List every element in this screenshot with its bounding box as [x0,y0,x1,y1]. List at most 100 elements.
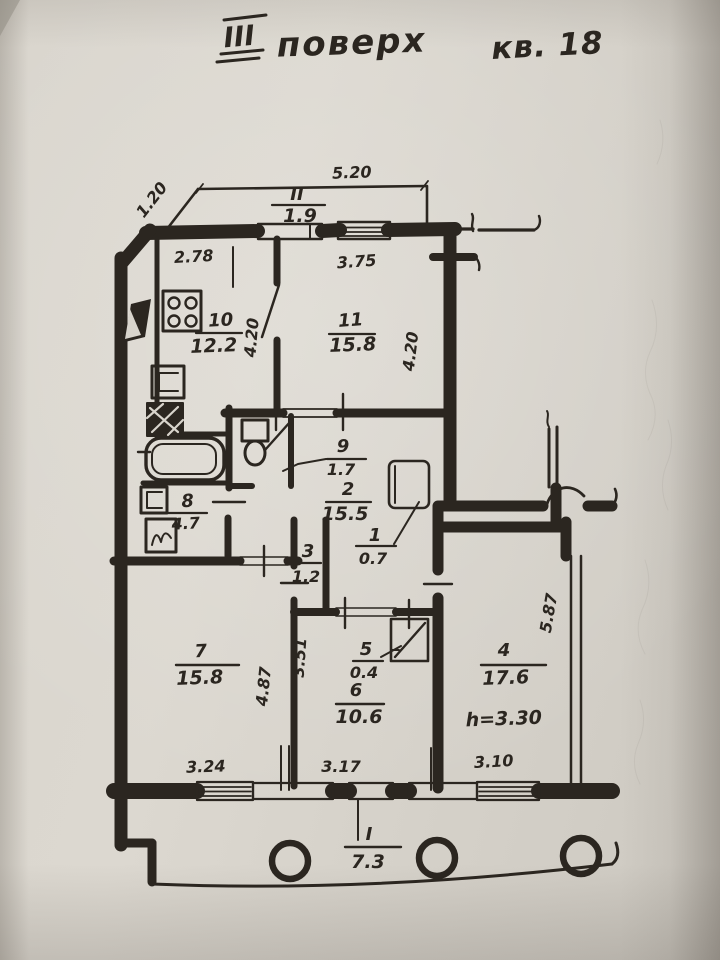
wall-top-c [381,222,462,237]
balcony-bottom [116,799,620,888]
room9-leader-line [282,458,327,472]
balcony-top-outline [196,184,429,226]
window-balcony-door [256,222,324,241]
room4-area: 17.6 [482,666,530,690]
window-room4-bottom [475,780,541,802]
label-room-2: 2 15.5 [322,479,373,525]
entry-door-swing [545,486,586,506]
balcony-column-2 [415,836,459,880]
room5-leader-line [380,645,402,658]
room6-number: 6 [350,680,363,701]
interior-walls [109,235,457,794]
room9-area: 1.7 [327,460,356,479]
dim-room7-height: 4.87 [252,665,275,708]
toilet-door-leaf [263,420,292,452]
label-room-11: 11 15.8 [327,309,377,357]
label-room-6: 6 10.6 [334,680,386,728]
bathtub-icon [136,436,226,482]
room6-area: 10.6 [336,706,383,728]
balcony-top-id: II [290,184,304,205]
vent-duct-icon [145,402,185,437]
paper-corner-shadow [0,0,20,36]
fixtures [136,289,431,663]
room8-area: 4.7 [170,513,201,534]
paper-ghost-marks [634,119,672,785]
window-room4-bottom-panes [478,786,538,797]
room7-number: 7 [194,641,208,663]
room10-number: 10 [208,309,234,331]
label-room-4: 4 17.6 h=3.30 [465,640,548,732]
dim-room4-width: 3.10 [473,751,513,772]
stair-wall-d [547,425,559,489]
window-room6-left [347,781,395,801]
dim-room11-height: 4.20 [399,331,423,373]
label-room-1: 1 0.7 [354,501,420,568]
room5-area: 0.4 [350,663,378,682]
balcony-top-area: 1.9 [283,205,317,227]
balcony-bottom-end-hook [610,841,620,866]
dimension-ticks [232,246,440,791]
wall-break-hook-b [532,214,542,232]
balcony-top-left-edge [165,187,200,231]
paper-artifacts [0,0,672,785]
floor-word: поверх [276,20,427,65]
apartment-number: кв. 18 [490,25,604,67]
room4-number: 4 [497,640,511,661]
balcony-column-1 [268,839,312,883]
label-room-8: 8 4.7 [166,491,209,534]
room10-area: 12.2 [190,334,238,358]
room11-area: 15.8 [329,333,377,357]
room4-ceiling-note: h=3.30 [465,707,542,732]
floor-number-roman: III [222,19,256,55]
door-leaf-10-11 [260,283,281,339]
dim-tick-pair-2 [430,747,440,791]
window-room7-panes [198,786,252,797]
adjacent-structure [429,212,618,508]
dim-tick-pair-1 [280,745,290,791]
room3-area: 1.2 [292,567,320,586]
room11-number: 11 [337,309,363,332]
dim-room7-width: 3.24 [186,756,226,776]
room8-number: 8 [181,491,195,513]
closet-1-outline [387,459,431,510]
door-ticks-room6 [343,596,411,630]
label-room-3: 3 1.2 [292,541,323,586]
wall-break-squiggle-a [470,212,475,233]
toilet-icon [240,418,292,467]
dim-kitchen-width: 2.78 [173,246,213,267]
balcony-bottom-id: I [366,824,373,845]
room-labels: 10 12.2 2.78 4.20 11 15.8 3.75 4.20 9 1.… [166,246,562,873]
dim-room6-width: 3.17 [321,757,361,776]
label-balcony-bottom: I 7.3 [343,824,403,873]
outer-walls [106,222,620,852]
room7-area: 15.8 [176,666,224,690]
room2-number: 2 [342,479,355,500]
dim-balcony-depth: 1.20 [132,178,171,221]
dim-ticks-5-20 [195,180,429,194]
door-ticks-hall-top [274,392,345,432]
balcony-bottom-floor-line [150,862,614,888]
room3-number: 3 [302,541,315,562]
room5-number: 5 [360,639,373,660]
label-room-5: 5 0.4 [350,639,402,682]
balcony-column-3 [559,834,603,878]
kitchen-sink-icon [150,364,186,400]
room9-number: 9 [337,436,350,457]
label-room-10: 10 12.2 [190,309,244,358]
stove-icon [161,289,203,333]
title-block: III поверх кв. 18 [215,13,605,67]
wall-break-hook-entry [610,487,618,508]
room2-area: 15.5 [322,503,369,525]
washer-icon [144,517,178,554]
label-room-9: 9 1.7 [282,436,368,479]
room1-area: 0.7 [359,549,388,568]
hand-sink-icon [139,485,169,515]
balcony-bottom-area: 7.3 [351,851,385,873]
dim-kitchen-height: 4.20 [240,317,262,359]
vent-shaft-left-icon [125,299,151,342]
dim-room11-width: 3.75 [336,251,377,273]
label-room-7: 7 15.8 [174,641,241,690]
title-underlines [215,13,268,64]
